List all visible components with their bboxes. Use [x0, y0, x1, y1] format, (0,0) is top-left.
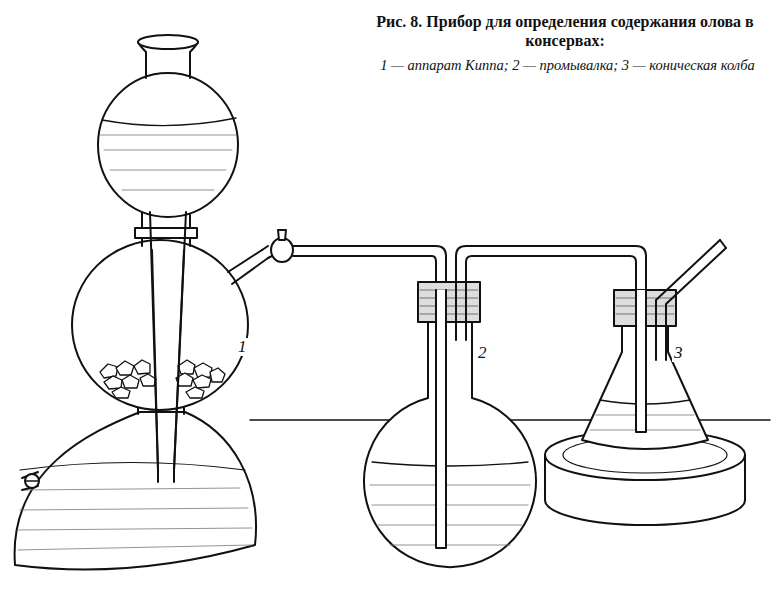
callout-number: 2 — [476, 344, 489, 362]
callout-number: 3 — [672, 344, 685, 362]
figure-title: Рис. 8. Прибор для определения содержани… — [360, 12, 770, 50]
callout-number: 1 — [236, 338, 249, 356]
figure-caption: 1 — аппарат Киппа; 2 — промывалка; 3 — к… — [370, 56, 765, 74]
